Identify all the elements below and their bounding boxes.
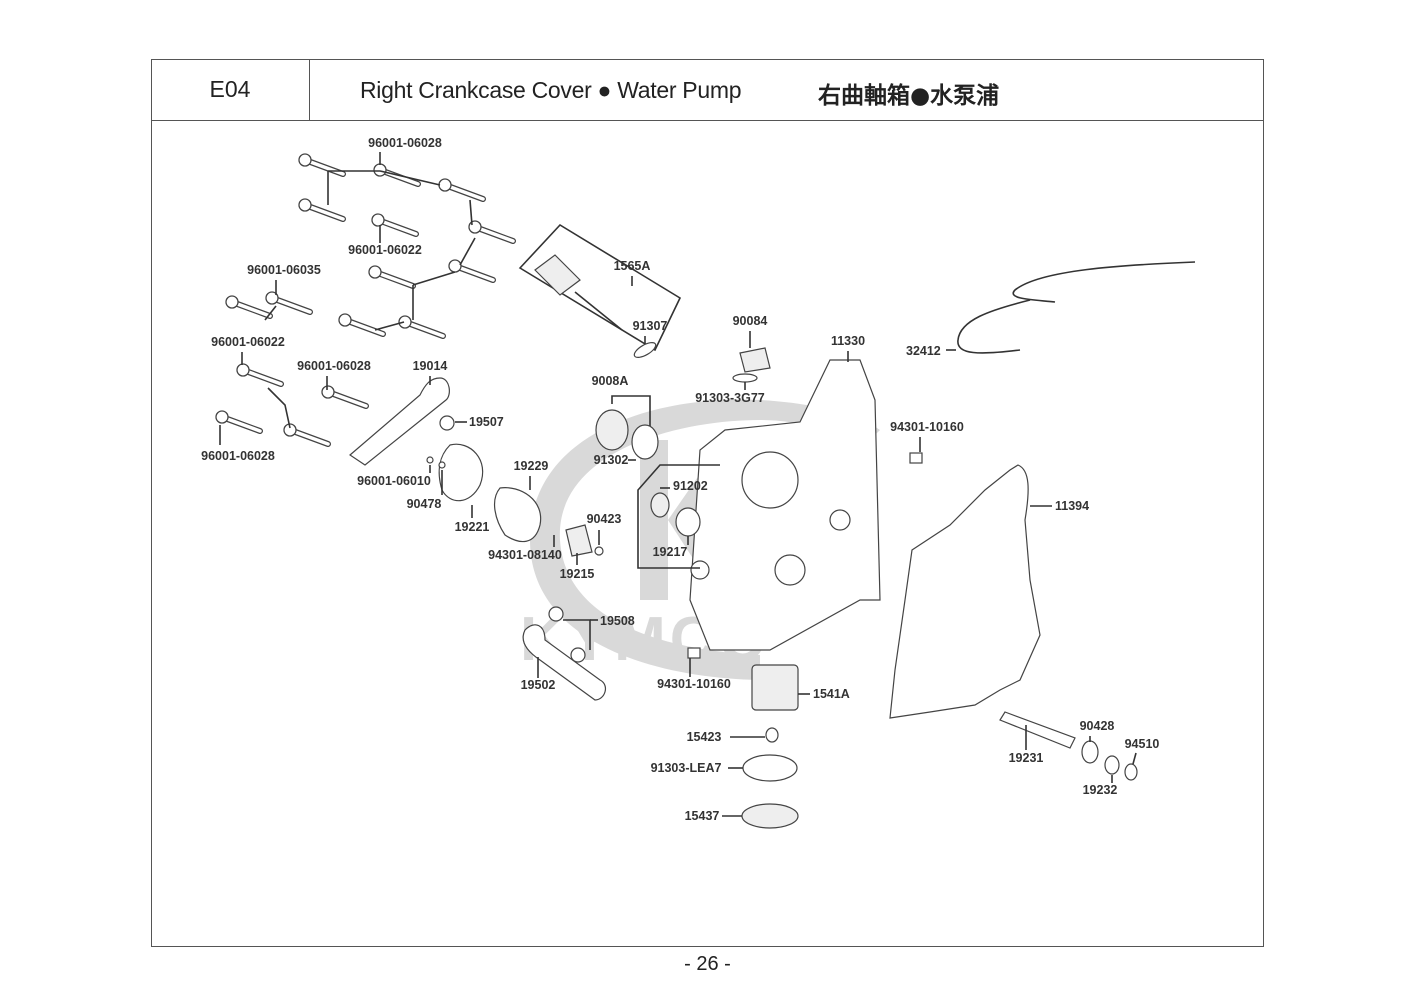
part-label: 19229 (514, 459, 549, 473)
hose-19502 (522, 624, 607, 701)
cap-9008A (595, 409, 629, 451)
part-label: 94301-08140 (488, 548, 562, 562)
part-label: 15437 (685, 809, 720, 823)
leader-line (1132, 752, 1137, 765)
part-label: 94301-10160 (890, 420, 964, 434)
part-label: 19231 (1009, 751, 1044, 765)
part-label: 90423 (587, 512, 622, 526)
bolt-icon (438, 178, 486, 202)
plug-90084 (739, 347, 771, 373)
part-label: 91303-LEA7 (651, 761, 722, 775)
bolt-icon (448, 259, 496, 283)
part-label: 96001-06022 (211, 335, 285, 349)
wire-32412 (957, 261, 1196, 354)
part-label: 91302 (594, 453, 629, 467)
bolt-group (215, 153, 516, 447)
part-label: 96001-06028 (297, 359, 371, 373)
part-label: 94301-10160 (657, 677, 731, 691)
part-label: 96001-06028 (201, 449, 275, 463)
filter-cap-15437 (741, 803, 799, 829)
clamp-19508-b (570, 647, 586, 663)
part-label: 96001-06010 (357, 474, 431, 488)
spring-15423 (765, 727, 779, 743)
dowel-94301-10160-lower (687, 647, 701, 659)
part-label: 19014 (413, 359, 448, 373)
section-code: E04 (151, 59, 310, 121)
circlip-94510 (1124, 763, 1138, 781)
gasket-11394 (889, 464, 1041, 719)
dipstick-1565A (518, 223, 682, 358)
part-label: 91202 (673, 479, 708, 493)
part-label: 19217 (653, 545, 688, 559)
part-label: 32412 (906, 344, 941, 358)
part-label: 9008A (592, 374, 629, 388)
oring-91303-LEA7 (742, 754, 798, 782)
part-label: 96001-06022 (348, 243, 422, 257)
page-number: - 26 - (684, 953, 731, 975)
bolt-icon (298, 198, 346, 222)
part-label: 90478 (407, 497, 442, 511)
clamp-19507 (439, 415, 455, 431)
hose-19014 (349, 377, 450, 466)
part-label: 1565A (614, 259, 651, 273)
washer-90478 (438, 461, 446, 469)
part-label: 91303-3G77 (695, 391, 765, 405)
oil-seal-91202 (650, 492, 670, 518)
bolt-icon (368, 265, 416, 289)
washer-90428 (1081, 740, 1099, 764)
gasket-19229 (493, 487, 542, 543)
part-label: 11394 (1055, 499, 1089, 513)
part-label: 19215 (560, 567, 595, 581)
bolt-icon (236, 363, 284, 387)
part-label: 19507 (469, 415, 504, 429)
bolt-icon (225, 295, 273, 319)
oil-filter-1541A (751, 664, 799, 711)
part-label: 96001-06035 (247, 263, 321, 277)
bolt-icon (371, 213, 419, 237)
part-label: 1541A (813, 687, 850, 701)
part-label: 90428 (1080, 719, 1115, 733)
title-chinese: 右曲軸箱●水泵浦 (818, 83, 1000, 109)
bolt-96001-06010 (426, 456, 434, 464)
title-bar: Right Crankcase Cover ● Water Pump 右曲軸箱●… (310, 59, 1264, 121)
water-pump-cover-19221 (438, 443, 484, 502)
part-label: 15423 (687, 730, 722, 744)
part-label: 94510 (1125, 737, 1160, 751)
bolt-icon (398, 315, 446, 339)
bolt-icon (283, 423, 331, 447)
part-label: 91307 (633, 319, 668, 333)
bolt-icon (338, 313, 386, 337)
part-label: 19502 (521, 678, 556, 692)
washer-19232 (1104, 755, 1120, 775)
oring-91303-3G77 (732, 373, 758, 383)
bolt-icon (265, 291, 313, 315)
oring-91302 (631, 424, 659, 460)
part-label: 19508 (600, 614, 635, 628)
washer-90423 (594, 546, 604, 556)
bolt-icon (215, 410, 263, 434)
part-label: 11330 (831, 334, 865, 348)
diagram-frame (151, 59, 1264, 947)
pump-shaft-19231 (999, 711, 1076, 749)
bearing-19217 (675, 507, 701, 537)
part-label: 19232 (1083, 783, 1118, 797)
bolt-icon (468, 220, 516, 244)
crankcase-cover-11330 (689, 359, 881, 651)
part-label: 19221 (455, 520, 490, 534)
clamp-19508-a (548, 606, 564, 622)
part-label: 90084 (733, 314, 768, 328)
impeller-19215 (565, 524, 593, 557)
part-label: 96001-06028 (368, 136, 442, 150)
dowel-94301-10160-upper (909, 452, 923, 464)
title-english: Right Crankcase Cover ● Water Pump (360, 77, 742, 103)
bolt-icon (321, 385, 369, 409)
